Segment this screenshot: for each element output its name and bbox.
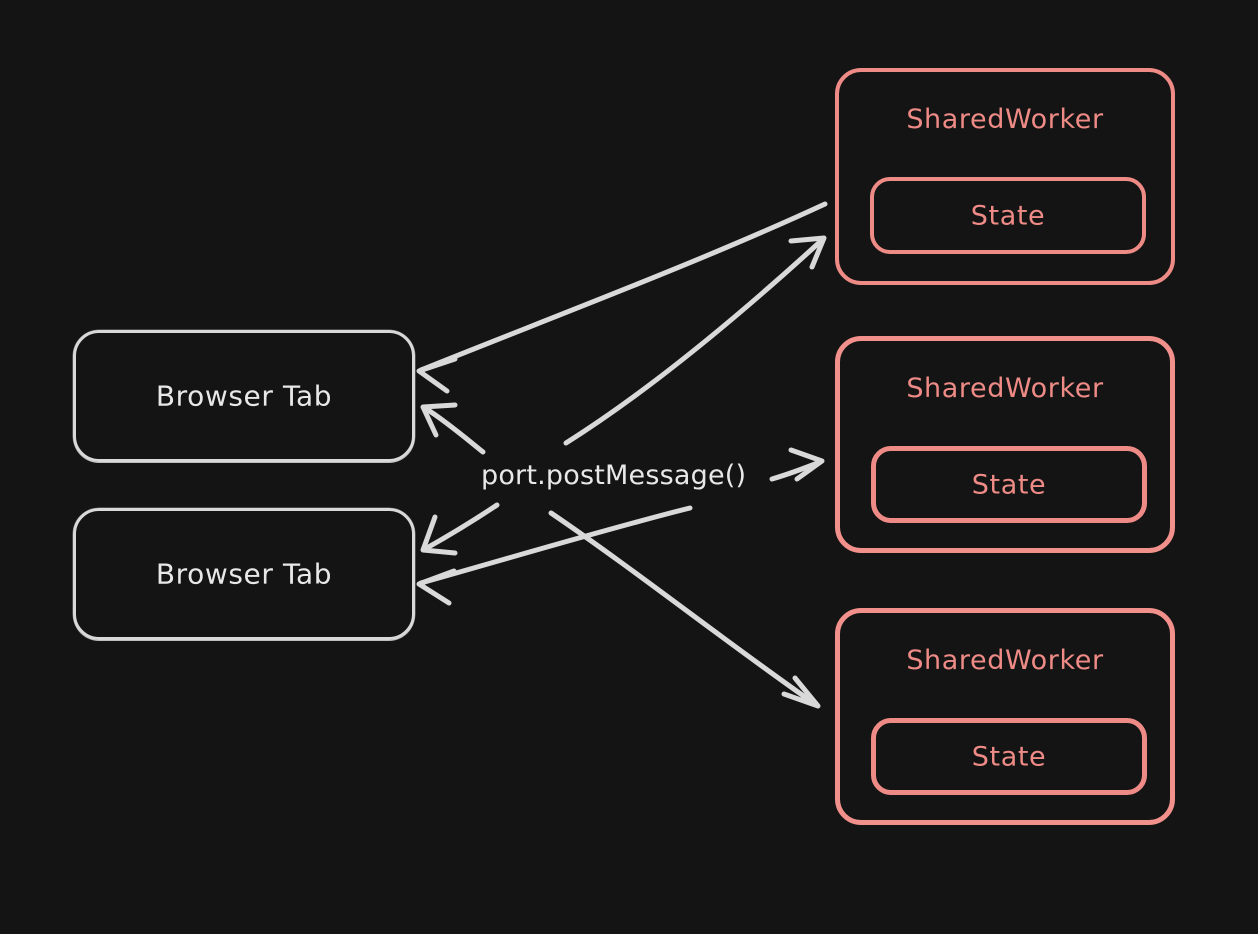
browser-tab-1[interactable]: Browser Tab <box>73 330 415 462</box>
shared-worker-2-state-label: State <box>971 469 1047 500</box>
arrow-hub-to-worker1 <box>563 235 827 446</box>
shared-worker-3-state[interactable]: State <box>871 718 1147 795</box>
shared-worker-3-title: SharedWorker <box>906 645 1104 676</box>
arrow-worker3-to-tab2 <box>416 505 693 606</box>
arrow-hub-to-worker2 <box>769 447 825 482</box>
shared-worker-1-title: SharedWorker <box>906 104 1104 135</box>
arrow-worker1-to-tab1 <box>416 201 828 394</box>
shared-worker-1-state[interactable]: State <box>870 177 1146 254</box>
shared-worker-2[interactable]: SharedWorker State <box>835 336 1175 553</box>
browser-tab-1-label: Browser Tab <box>155 379 333 413</box>
arrow-hub-to-worker3 <box>548 510 821 709</box>
edge-label-post-message: port.postMessage() <box>481 460 747 491</box>
shared-worker-2-state[interactable]: State <box>871 446 1147 523</box>
arrow-hub-to-tab1 <box>420 402 486 455</box>
shared-worker-1[interactable]: SharedWorker State <box>835 68 1175 285</box>
browser-tab-2-label: Browser Tab <box>155 557 333 591</box>
shared-worker-2-title: SharedWorker <box>906 373 1104 404</box>
browser-tab-2[interactable]: Browser Tab <box>73 508 415 640</box>
shared-worker-3-state-label: State <box>971 741 1047 772</box>
shared-worker-3[interactable]: SharedWorker State <box>835 608 1175 825</box>
arrow-hub-to-tab2 <box>420 502 500 556</box>
shared-worker-1-state-label: State <box>970 200 1046 231</box>
